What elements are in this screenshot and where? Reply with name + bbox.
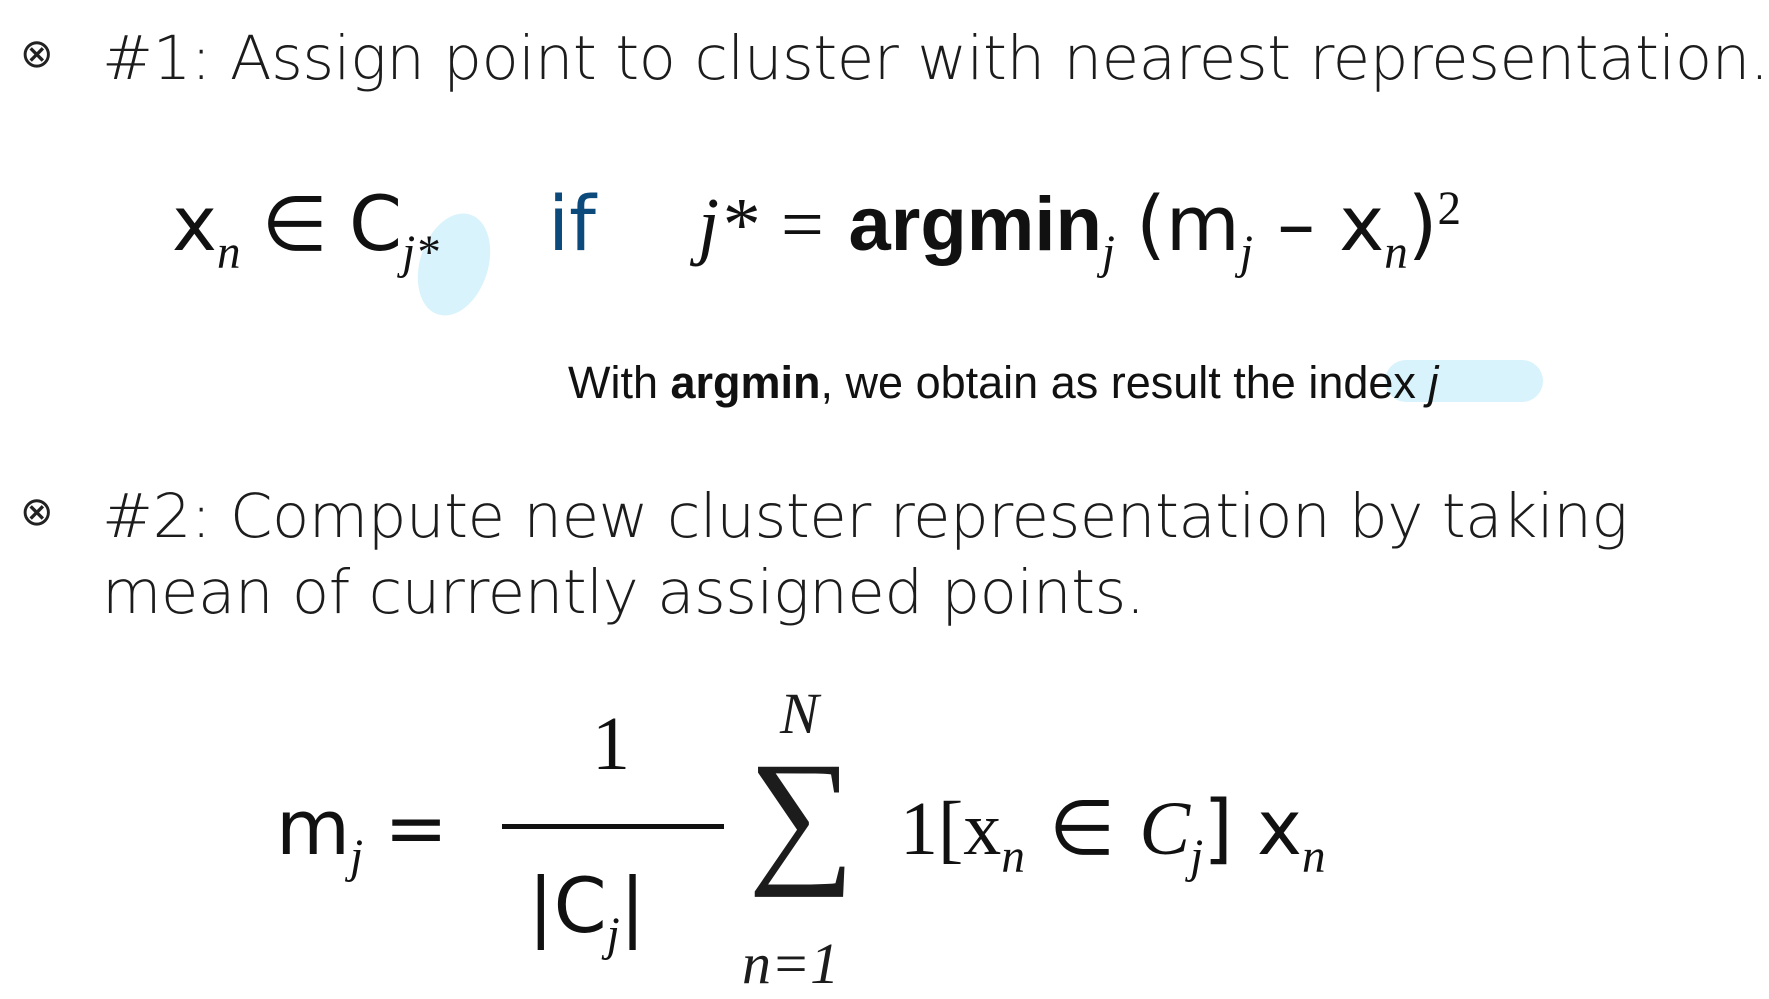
indicator-C-subscript: j	[1190, 830, 1204, 883]
sum-upper-limit: N	[780, 681, 819, 746]
step2-heading-line2: mean of currently assigned points.	[102, 557, 1145, 628]
step1-heading: #1: Assign point to cluster with nearest…	[102, 23, 1769, 94]
x-subscript: n	[216, 226, 241, 279]
note-prefix: With	[568, 357, 671, 408]
indicator-x-subscript: n	[1001, 830, 1025, 883]
indicator-C: C	[1139, 787, 1191, 871]
indicator-open: 1[x	[900, 787, 1002, 871]
x-var: x	[172, 179, 217, 268]
m-var: m	[276, 783, 351, 872]
m-subscript: j	[1239, 226, 1253, 279]
m-subscript: j	[350, 830, 364, 883]
indicator-in: ∈	[1024, 783, 1140, 872]
if-keyword: if	[548, 179, 596, 268]
note-rest: , we obtain as result the index	[820, 357, 1429, 408]
power: 2	[1437, 183, 1461, 236]
jstar-equals: j* =	[698, 183, 828, 267]
minus-x: – x	[1252, 179, 1385, 268]
circled-times-icon: ⊗	[20, 32, 54, 76]
argmin-formula: j* = argminj (mj – xn)2	[698, 183, 1461, 277]
fraction-numerator: 1	[592, 702, 630, 786]
tail-subscript: n	[1302, 830, 1326, 883]
highlight-mark	[1385, 360, 1543, 402]
sum-lower-limit: n=1	[742, 931, 840, 996]
assignment-formula: xn ∈ Cj*	[172, 186, 439, 277]
step2-heading-line1: #2: Compute new cluster representation b…	[102, 481, 1628, 552]
indicator-term: 1[xn ∈ Cj] xn	[900, 790, 1326, 881]
argmin-subscript: j	[1101, 226, 1116, 279]
equals-sign: =	[384, 783, 448, 872]
open-paren-m: (m	[1136, 179, 1240, 268]
indicator-close-x: ] x	[1203, 783, 1302, 872]
note-bold: argmin	[670, 357, 821, 408]
mean-lhs: mj =	[276, 790, 448, 881]
x-subscript: n	[1384, 226, 1408, 279]
den-open: |C	[528, 861, 607, 950]
fraction-denominator: |Cj|	[528, 868, 645, 959]
argmin-operator: argmin	[848, 182, 1102, 267]
den-close: |	[619, 861, 646, 950]
close-paren: )	[1407, 179, 1438, 268]
circled-times-icon: ⊗	[20, 490, 54, 534]
note-var: j	[1428, 357, 1439, 408]
cluster-subscript: j*	[402, 226, 439, 279]
fraction-bar	[502, 824, 724, 829]
argmin-note: With argmin, we obtain as result the ind…	[568, 360, 1438, 405]
summation-sign: ∑	[748, 732, 855, 898]
den-subscript: j	[606, 908, 620, 961]
element-of-symbol: ∈	[261, 179, 328, 268]
cluster-symbol: C	[349, 179, 403, 268]
